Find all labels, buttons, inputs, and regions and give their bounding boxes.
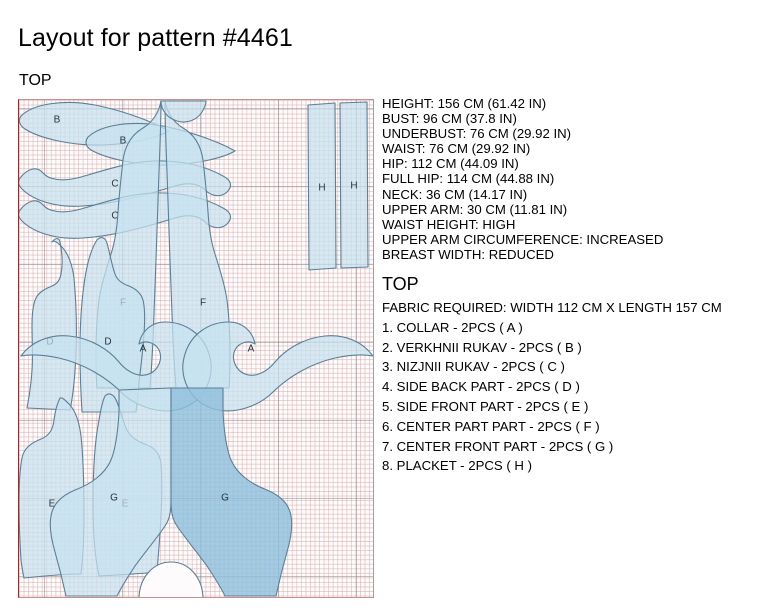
measurement-waist-height: WAIST HEIGHT: HIGH xyxy=(382,216,516,232)
part-item-center-part-part: 6. CENTER PART PART - 2PCS ( F ) xyxy=(382,418,600,434)
measurement-neck: NECK: 36 CM (14.17 IN) xyxy=(382,186,528,202)
section-heading: TOP xyxy=(382,274,419,295)
garment-subtitle: TOP xyxy=(19,72,52,89)
part-item-placket: 8. PLACKET - 2PCS ( H ) xyxy=(382,458,532,474)
piece-label-h2: H xyxy=(350,181,357,192)
pattern-piece-h-2[interactable]: H xyxy=(339,101,369,269)
page-title: Layout for pattern #4461 xyxy=(18,24,293,52)
measurement-height: HEIGHT: 156 CM (61.42 IN) xyxy=(382,96,547,111)
pattern-layout-canvas[interactable]: B B C C F F H xyxy=(18,99,374,598)
piece-label-a1: A xyxy=(140,344,147,355)
piece-label-c2: C xyxy=(111,211,118,222)
part-item-side-back-part: 4. SIDE BACK PART - 2PCS ( D ) xyxy=(382,379,580,395)
fabric-required: FABRIC REQUIRED: WIDTH 112 CM X LENGTH 1… xyxy=(382,300,722,316)
pattern-piece-g-2[interactable]: G xyxy=(170,387,293,597)
piece-label-e1: E xyxy=(49,499,56,510)
measurements-list: HEIGHT: 156 CM (61.42 IN) BUST: 96 CM (3… xyxy=(382,96,778,262)
pattern-piece-g-1[interactable]: G xyxy=(49,387,172,597)
info-panel: HEIGHT: 156 CM (61.42 IN) BUST: 96 CM (3… xyxy=(382,96,778,476)
measurement-full-hip: FULL HIP: 114 CM (44.88 IN) xyxy=(382,171,555,187)
g-hem-arch xyxy=(138,561,204,597)
measurement-waist: WAIST: 76 CM (29.92 IN) xyxy=(382,141,531,157)
piece-label-g1: G xyxy=(110,493,118,504)
pattern-piece-d-1[interactable]: D xyxy=(26,238,77,411)
measurement-breast-width: BREAST WIDTH: REDUCED xyxy=(382,246,554,262)
measurement-hip: HIP: 112 CM (44.09 IN) xyxy=(382,156,519,172)
measurement-upper-arm: UPPER ARM: 30 CM (11.81 IN) xyxy=(382,201,568,217)
pattern-pieces[interactable]: B B C C F F H xyxy=(19,100,374,598)
measurement-upper-arm-circumference: UPPER ARM CIRCUMFERENCE: INCREASED xyxy=(382,231,664,247)
f-neckline-gap xyxy=(160,100,207,123)
measurement-bust: BUST: 96 CM (37.8 IN) xyxy=(382,111,517,127)
piece-label-h1: H xyxy=(318,183,325,194)
part-item-center-front-part: 7. CENTER FRONT PART - 2PCS ( G ) xyxy=(382,438,614,454)
part-item-nizjnii-rukav: 3. NIZJNII RUKAV - 2PCS ( C ) xyxy=(382,359,565,375)
piece-label-g2: G xyxy=(221,493,229,504)
piece-label-c1: C xyxy=(111,179,118,190)
parts-list: 1. COLLAR - 2PCS ( A ) 2. VERKHNII RUKAV… xyxy=(382,318,778,476)
measurement-underbust: UNDERBUST: 76 CM (29.92 IN) xyxy=(382,126,572,142)
piece-label-f2: F xyxy=(200,298,206,309)
pattern-piece-h-1[interactable]: H xyxy=(307,102,337,271)
piece-label-a2: A xyxy=(248,344,255,355)
piece-label-b1: B xyxy=(54,115,61,126)
piece-label-b2: B xyxy=(120,136,127,147)
part-item-verkhnii-rukav: 2. VERKHNII RUKAV - 2PCS ( B ) xyxy=(382,339,582,355)
piece-label-d2: D xyxy=(104,337,111,348)
part-item-side-front-part: 5. SIDE FRONT PART - 2PCS ( E ) xyxy=(382,399,589,415)
part-item-collar: 1. COLLAR - 2PCS ( A ) xyxy=(382,319,523,335)
